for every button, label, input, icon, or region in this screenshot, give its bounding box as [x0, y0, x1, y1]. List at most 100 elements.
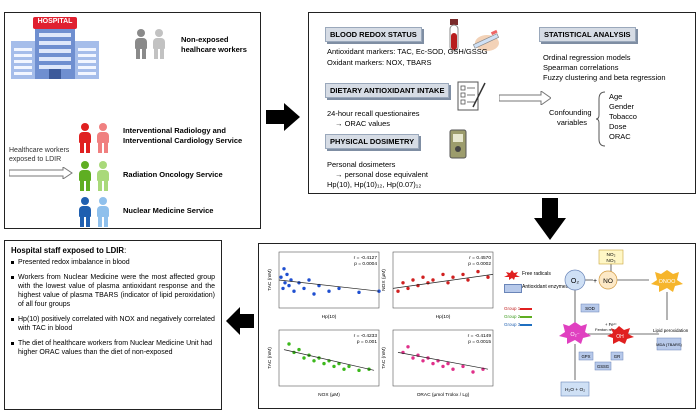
plot-1-point	[292, 289, 296, 293]
scheme-onoo: ONOO	[659, 279, 677, 285]
plot-4-xlabel: ORAC (µmol Trolox / Lg)	[417, 392, 470, 398]
plot-3-ylabel: TAC (mM)	[267, 347, 273, 369]
confounder-3: Dose	[609, 122, 627, 131]
plot-4-point	[451, 367, 455, 371]
confounding-label-1: Confounding	[549, 108, 592, 117]
diet-recall-text: 24-hour recall questionaires	[327, 109, 420, 118]
plot-2-point	[431, 278, 435, 282]
plot-1-point	[337, 286, 341, 291]
statistical-analysis-header: STATISTICAL ANALYSIS	[539, 27, 636, 42]
finding-item: Hp(10) positively correlated with NOX an…	[11, 315, 215, 333]
confounder-1: Gender	[609, 102, 635, 111]
confounding-label-2: variables	[557, 118, 588, 127]
plot-4-ylabel: TAC (mM)	[381, 347, 387, 369]
interventional-worker-icon-2	[95, 123, 111, 153]
dosimeter-icon	[449, 129, 467, 159]
syringe-hand-icon	[472, 29, 500, 51]
finding-item: Presented redox imbalance in blood	[11, 258, 215, 267]
exposed-label-1: Healthcare workers	[9, 147, 70, 154]
nuclear-service-label: Nuclear Medicine Service	[123, 206, 214, 215]
hospital-sign: HOSPITAL	[37, 18, 73, 25]
questionnaire-icon	[457, 81, 486, 111]
plot-4-point	[471, 370, 475, 374]
arrow-left-icon	[226, 307, 254, 335]
plot-3-p-value: p = 0.001	[357, 339, 377, 345]
phys-dose-equivalent-text: → personal dose equivalent	[335, 170, 428, 179]
plot-4-point	[431, 361, 435, 366]
plot-4-point	[441, 364, 445, 369]
exposed-label-2: exposed to LDIR	[9, 156, 62, 163]
findings-panel: Hospital staff exposed to LDIR: Presente…	[4, 240, 222, 410]
plot-frame-4	[392, 329, 494, 387]
plot-4-r-value: r = -0.4149	[468, 333, 492, 339]
interventional-service-label-2: Interventional Cardiology Service	[123, 136, 243, 145]
plot-1-point	[312, 292, 316, 296]
scheme-no3: NO₃	[606, 258, 615, 264]
plot-1-point	[282, 267, 286, 271]
plot-2-point	[486, 275, 490, 279]
nuclear-worker-icon-1	[77, 197, 93, 227]
radiation-worker-icon-2	[95, 161, 111, 191]
blood-tube-icon	[449, 19, 459, 52]
phys-dosimeters-text: Personal dosimeters	[327, 160, 396, 169]
free-radical-legend-icon	[504, 270, 520, 280]
findings-list: Presented redox imbalance in blood Worke…	[11, 258, 215, 363]
confounder-bracket-icon	[596, 91, 606, 147]
plot-1-point	[283, 281, 287, 285]
plot-4-point	[461, 364, 465, 369]
legend-group2: Group 2	[504, 314, 521, 319]
scheme-gssg: GSSG	[597, 364, 609, 369]
plot-1-ylabel: TAC (mM)	[267, 269, 273, 291]
blood-antioxidant-markers: Antioxidant markers: TAC, Ec-SOD, GSH/GS…	[327, 47, 488, 56]
plot-1-point	[377, 289, 381, 293]
scheme-lipid: Lipid peroxidation	[653, 328, 689, 333]
plot-2-point	[411, 278, 415, 282]
plot-1-fit-line	[278, 279, 380, 292]
radiation-worker-icon-1	[77, 161, 93, 191]
exposed-arrow-icon	[9, 167, 73, 179]
plot-3-point	[312, 359, 316, 363]
plot-4-fit-line	[397, 352, 489, 370]
plot-1-point	[287, 283, 291, 288]
legend-antioxidant-enzymes: Antioxidant enzymes	[522, 284, 569, 290]
scheme-no2: NO₂	[606, 252, 615, 258]
methods-to-stats-arrow-icon	[499, 91, 551, 105]
blood-oxidant-markers: Oxidant markers: NOX, TBARS	[327, 58, 432, 67]
plot-1-point	[279, 275, 283, 279]
legend-group3: Group 3	[504, 322, 521, 327]
nuclear-worker-icon-2	[95, 197, 111, 227]
interventional-service-label-1: Interventional Radiology and	[123, 126, 226, 135]
interventional-worker-icon-1	[77, 123, 93, 153]
plot-1-point	[302, 286, 306, 291]
plot-4-point	[446, 361, 450, 366]
plot-1-point	[357, 290, 361, 295]
plot-4-point	[421, 359, 425, 363]
plot-2-fit-line	[392, 274, 494, 289]
arrow-right-icon	[266, 103, 300, 131]
plot-3-point	[357, 368, 361, 373]
scheme-legend: Free radicals Antioxidant enzymes Group …	[504, 270, 568, 350]
plot-3-point	[287, 342, 291, 346]
diet-orac-text: → ORAC values	[335, 119, 391, 128]
plot-3-xlabel: NOX (µM)	[318, 392, 340, 398]
blood-redox-header: BLOOD REDOX STATUS	[325, 27, 422, 42]
finding-item: Workers from Nuclear Medicine were the m…	[11, 273, 215, 309]
scheme-oh: OH	[616, 334, 624, 340]
svg-text:+: +	[593, 278, 597, 285]
stats-spearman-text: Spearman correlations	[543, 63, 619, 72]
physical-dosimetry-header: PHYSICAL DOSIMETRY	[325, 134, 420, 149]
plot-2-point	[401, 281, 405, 285]
scheme-o2: O₂	[571, 278, 579, 285]
plot-3-fit-line	[283, 349, 375, 371]
scheme-h2o: H₂O + O₂	[565, 387, 585, 393]
plot-1-r-value: r = -0.4127	[354, 255, 378, 261]
nonexposed-label-1: Non-exposed	[181, 35, 229, 44]
confounder-0: Age	[609, 92, 623, 101]
plot-4-point	[406, 345, 410, 349]
phys-hp-values-text: Hp(10), Hp(10)₁₂, Hp(0.07)₁₂	[327, 180, 422, 189]
plot-1-point	[289, 278, 293, 282]
plot-2-point	[451, 275, 455, 279]
plot-1-xlabel: Hp(10)	[322, 314, 337, 320]
plot-3-point	[322, 361, 326, 366]
plot-4-p-value: p = 0.0015	[468, 339, 491, 345]
